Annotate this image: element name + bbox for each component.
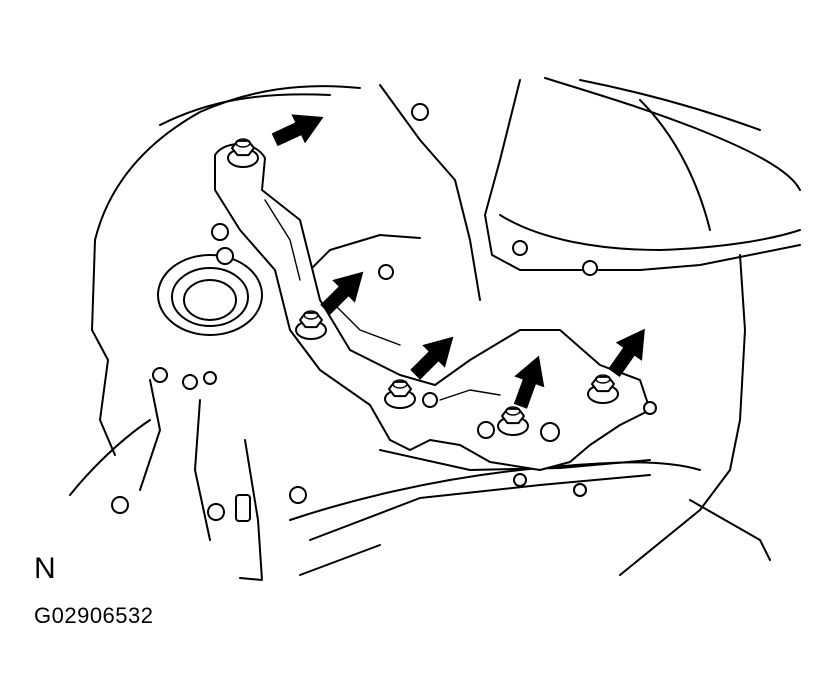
seal-ring (157, 254, 263, 336)
bolt-group (227, 138, 619, 436)
figure-code: G02906532 (34, 603, 154, 628)
view-label: N (34, 552, 56, 585)
bolt-4-bolt-icon (497, 406, 529, 436)
bolt-2-bolt-icon (295, 310, 327, 340)
bolt-5-arrow-icon (608, 328, 645, 377)
bolt-4-arrow-icon (513, 355, 545, 409)
bolt-3-arrow-icon (410, 336, 454, 380)
bolt-5-bolt-icon (587, 374, 619, 404)
mount-bracket (214, 143, 651, 471)
bolt-3-bolt-icon (384, 379, 416, 409)
engine-outline (69, 77, 801, 581)
arrow-group (271, 114, 645, 409)
bolt-1-bolt-icon (227, 138, 259, 168)
bolt-2-arrow-icon (320, 271, 364, 315)
misc-holes (111, 103, 657, 522)
bolt-1-arrow-icon (271, 114, 324, 147)
